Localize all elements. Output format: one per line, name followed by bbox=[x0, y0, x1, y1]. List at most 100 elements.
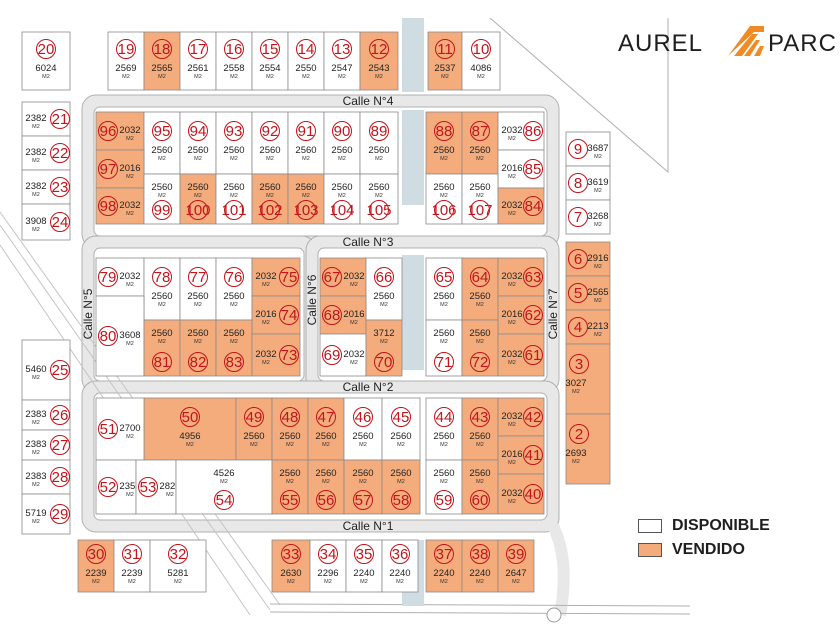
lot-31[interactable]: 312239M2 bbox=[113, 539, 151, 593]
lot-80[interactable]: 803608M2 bbox=[95, 295, 145, 377]
lot-77[interactable]: 772560M2 bbox=[179, 257, 217, 321]
lot-45[interactable]: 452560M2 bbox=[381, 397, 421, 461]
lot-65[interactable]: 652560M2 bbox=[425, 257, 463, 321]
lot-107[interactable]: 1072560M2 bbox=[461, 173, 499, 225]
lot-29[interactable]: 295719M2 bbox=[21, 493, 71, 535]
lot-61[interactable]: 612032M2 bbox=[497, 333, 545, 377]
lot-64[interactable]: 642560M2 bbox=[461, 257, 499, 321]
lot-78[interactable]: 782560M2 bbox=[143, 257, 181, 321]
lot-83[interactable]: 832560M2 bbox=[215, 319, 253, 377]
lot-63[interactable]: 632032M2 bbox=[497, 257, 545, 297]
lot-6[interactable]: 62916M2 bbox=[565, 241, 611, 277]
lot-35[interactable]: 352240M2 bbox=[345, 539, 383, 593]
lot-95[interactable]: 952560M2 bbox=[143, 111, 181, 175]
lot-69[interactable]: 692032M2 bbox=[319, 333, 367, 377]
lot-50[interactable]: 504956M2 bbox=[143, 397, 237, 461]
lot-8[interactable]: 83619M2 bbox=[565, 165, 611, 201]
lot-79[interactable]: 792032M2 bbox=[95, 257, 145, 297]
lot-106[interactable]: 1062560M2 bbox=[425, 173, 463, 225]
lot-74[interactable]: 742016M2 bbox=[251, 295, 301, 335]
lot-58[interactable]: 582560M2 bbox=[381, 459, 421, 515]
lot-99[interactable]: 992560M2 bbox=[143, 173, 181, 225]
lot-94[interactable]: 942560M2 bbox=[179, 111, 217, 175]
lot-56[interactable]: 562560M2 bbox=[307, 459, 345, 515]
lot-52[interactable]: 522359M2 bbox=[95, 459, 141, 515]
lot-76[interactable]: 762560M2 bbox=[215, 257, 253, 321]
lot-92[interactable]: 922560M2 bbox=[251, 111, 289, 175]
lot-84[interactable]: 842032M2 bbox=[497, 187, 545, 225]
lot-32[interactable]: 325281M2 bbox=[149, 539, 207, 593]
lot-5[interactable]: 52565M2 bbox=[565, 275, 611, 311]
lot-88[interactable]: 882560M2 bbox=[425, 111, 463, 175]
lot-55[interactable]: 552560M2 bbox=[271, 459, 309, 515]
lot-53[interactable]: 532820M2 bbox=[135, 459, 181, 515]
lot-46[interactable]: 462560M2 bbox=[343, 397, 383, 461]
lot-57[interactable]: 572560M2 bbox=[343, 459, 383, 515]
lot-21[interactable]: 212382M2 bbox=[21, 101, 71, 137]
lot-104[interactable]: 1042560M2 bbox=[323, 173, 361, 225]
lot-101[interactable]: 1012560M2 bbox=[215, 173, 253, 225]
lot-73[interactable]: 732032M2 bbox=[251, 333, 301, 377]
lot-81[interactable]: 812560M2 bbox=[143, 319, 181, 377]
lot-12[interactable]: 122543M2 bbox=[359, 31, 399, 91]
lot-47[interactable]: 472560M2 bbox=[307, 397, 345, 461]
lot-19[interactable]: 192569M2 bbox=[107, 31, 145, 91]
lot-68[interactable]: 682016M2 bbox=[319, 295, 367, 335]
lot-71[interactable]: 712560M2 bbox=[425, 319, 463, 377]
lot-10[interactable]: 104086M2 bbox=[461, 31, 501, 91]
lot-30[interactable]: 302239M2 bbox=[77, 539, 115, 593]
lot-25[interactable]: 255460M2 bbox=[21, 339, 71, 401]
lot-60[interactable]: 602560M2 bbox=[461, 459, 499, 515]
lot-17[interactable]: 172561M2 bbox=[179, 31, 217, 91]
lot-27[interactable]: 272383M2 bbox=[21, 429, 71, 461]
lot-41[interactable]: 412016M2 bbox=[497, 435, 545, 475]
lot-54[interactable]: 544526M2 bbox=[175, 459, 273, 515]
lot-4[interactable]: 42213M2 bbox=[565, 309, 611, 345]
lot-37[interactable]: 372240M2 bbox=[425, 539, 463, 593]
lot-13[interactable]: 132547M2 bbox=[323, 31, 361, 91]
lot-20[interactable]: 206024M2 bbox=[21, 31, 71, 91]
lot-105[interactable]: 1052560M2 bbox=[359, 173, 399, 225]
lot-59[interactable]: 592560M2 bbox=[425, 459, 463, 515]
lot-7[interactable]: 73268M2 bbox=[565, 199, 611, 235]
lot-9[interactable]: 93687M2 bbox=[565, 131, 611, 167]
lot-43[interactable]: 432560M2 bbox=[461, 397, 499, 461]
lot-98[interactable]: 982032M2 bbox=[95, 187, 145, 225]
lot-28[interactable]: 282383M2 bbox=[21, 459, 71, 495]
lot-26[interactable]: 262383M2 bbox=[21, 399, 71, 431]
lot-62[interactable]: 622016M2 bbox=[497, 295, 545, 335]
lot-14[interactable]: 142550M2 bbox=[287, 31, 325, 91]
lot-40[interactable]: 402032M2 bbox=[497, 473, 545, 515]
lot-15[interactable]: 152554M2 bbox=[251, 31, 289, 91]
lot-16[interactable]: 162558M2 bbox=[215, 31, 253, 91]
lot-66[interactable]: 662560M2 bbox=[365, 257, 403, 321]
lot-2[interactable]: 22693M2 bbox=[565, 413, 611, 485]
lot-87[interactable]: 872560M2 bbox=[461, 111, 499, 175]
lot-102[interactable]: 1022560M2 bbox=[251, 173, 289, 225]
lot-33[interactable]: 332630M2 bbox=[271, 539, 311, 593]
lot-91[interactable]: 912560M2 bbox=[287, 111, 325, 175]
lot-18[interactable]: 182565M2 bbox=[143, 31, 181, 91]
lot-39[interactable]: 392647M2 bbox=[497, 539, 535, 593]
lot-72[interactable]: 722560M2 bbox=[461, 319, 499, 377]
lot-93[interactable]: 932560M2 bbox=[215, 111, 253, 175]
lot-85[interactable]: 852016M2 bbox=[497, 149, 545, 189]
lot-3[interactable]: 33027M2 bbox=[565, 343, 611, 415]
lot-96[interactable]: 962032M2 bbox=[95, 111, 145, 151]
lot-103[interactable]: 1032560M2 bbox=[287, 173, 325, 225]
lot-11[interactable]: 112537M2 bbox=[427, 31, 463, 91]
lot-38[interactable]: 382240M2 bbox=[461, 539, 499, 593]
lot-97[interactable]: 972016M2 bbox=[95, 149, 145, 189]
lot-51[interactable]: 512700M2 bbox=[95, 397, 145, 461]
lot-70[interactable]: 703712M2 bbox=[365, 319, 403, 377]
lot-86[interactable]: 862032M2 bbox=[497, 111, 545, 151]
lot-90[interactable]: 902560M2 bbox=[323, 111, 361, 175]
lot-22[interactable]: 222382M2 bbox=[21, 135, 71, 171]
lot-67[interactable]: 672032M2 bbox=[319, 257, 367, 297]
lot-75[interactable]: 752032M2 bbox=[251, 257, 301, 297]
lot-36[interactable]: 362240M2 bbox=[381, 539, 419, 593]
lot-100[interactable]: 1002560M2 bbox=[179, 173, 217, 225]
lot-44[interactable]: 442560M2 bbox=[425, 397, 463, 461]
lot-23[interactable]: 232382M2 bbox=[21, 169, 71, 205]
lot-89[interactable]: 892560M2 bbox=[359, 111, 399, 175]
